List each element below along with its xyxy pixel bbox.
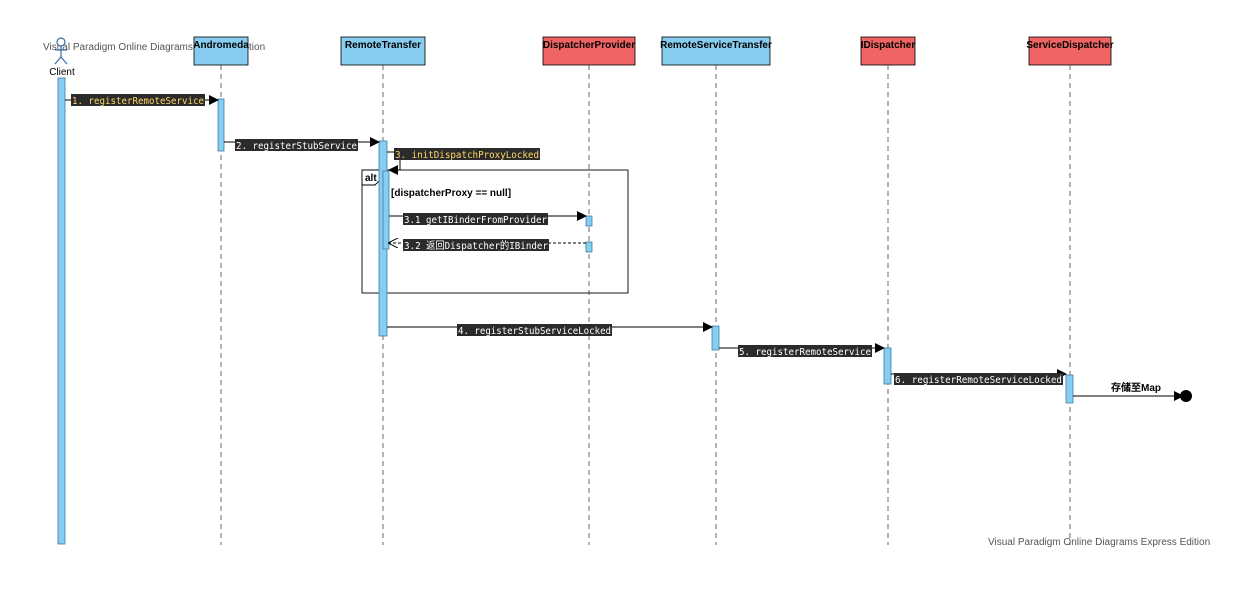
activation-service-dispatcher bbox=[1065, 374, 1074, 404]
message-5-label-bg bbox=[738, 345, 872, 357]
participant-remote-transfer[interactable]: RemoteTransfer bbox=[340, 36, 426, 66]
message-6-label: 6. registerRemoteServiceLocked bbox=[895, 375, 1062, 386]
found-message-label: 存储至Map bbox=[1111, 381, 1161, 394]
message-3-self-arrow bbox=[387, 151, 401, 175]
watermark-top: Visual Paradigm Online Diagrams Express … bbox=[43, 42, 265, 53]
participant-label: Andromeda bbox=[193, 40, 249, 51]
activation-idispatcher bbox=[883, 347, 892, 385]
participant-label: RemoteTransfer bbox=[345, 40, 421, 51]
client-actor-label: Client bbox=[49, 67, 75, 78]
alt-fragment: alt [dispatcherProxy == null] bbox=[361, 169, 629, 294]
participant-label: IDispatcher bbox=[861, 40, 916, 51]
participant-idispatcher[interactable]: IDispatcher bbox=[860, 36, 916, 66]
message-3-1-label-bg bbox=[403, 213, 548, 225]
message-2-label-bg bbox=[235, 139, 358, 151]
message-1-label-bg bbox=[71, 94, 205, 106]
message-6-label-bg bbox=[894, 373, 1063, 385]
activation-client bbox=[57, 77, 66, 545]
message-3-label: 3. initDispatchProxyLocked bbox=[395, 150, 539, 161]
activation-andromeda bbox=[217, 98, 225, 152]
participant-andromeda[interactable]: Andromeda bbox=[193, 36, 249, 66]
participant-label: DispatcherProvider bbox=[543, 40, 635, 51]
message-4-label-bg bbox=[457, 324, 612, 336]
message-3-2-label-bg bbox=[403, 239, 549, 251]
message-3-1-label: 3.1 getIBinderFromProvider bbox=[404, 215, 547, 226]
message-3-2-label: 3.2 返回Dispatcher的IBinder bbox=[404, 239, 548, 252]
client-actor-icon bbox=[54, 37, 68, 65]
alt-guard: [dispatcherProxy == null] bbox=[391, 188, 511, 199]
message-5-label: 5. registerRemoteService bbox=[739, 347, 871, 358]
message-3-label-bg bbox=[394, 148, 540, 160]
watermark-bottom: Visual Paradigm Online Diagrams Express … bbox=[988, 537, 1210, 548]
message-2-label: 2. registerStubService bbox=[236, 141, 357, 152]
activation-remote-service-transfer bbox=[711, 325, 720, 351]
participant-label: ServiceDispatcher bbox=[1026, 40, 1113, 51]
found-message-endpoint-icon bbox=[1180, 390, 1192, 402]
activation-remote-transfer-nested bbox=[382, 170, 390, 250]
participant-label: RemoteServiceTransfer bbox=[660, 40, 772, 51]
participant-remote-service-transfer[interactable]: RemoteServiceTransfer bbox=[660, 36, 772, 66]
activation-dispatcher-provider-2 bbox=[585, 241, 593, 253]
message-4-label: 4. registerStubServiceLocked bbox=[458, 326, 611, 337]
participant-service-dispatcher[interactable]: ServiceDispatcher bbox=[1026, 36, 1114, 66]
activation-dispatcher-provider-1 bbox=[585, 215, 593, 227]
participant-dispatcher-provider[interactable]: DispatcherProvider bbox=[542, 36, 636, 66]
message-1-label: 1. registerRemoteService bbox=[72, 96, 204, 107]
alt-operator: alt bbox=[365, 173, 377, 184]
